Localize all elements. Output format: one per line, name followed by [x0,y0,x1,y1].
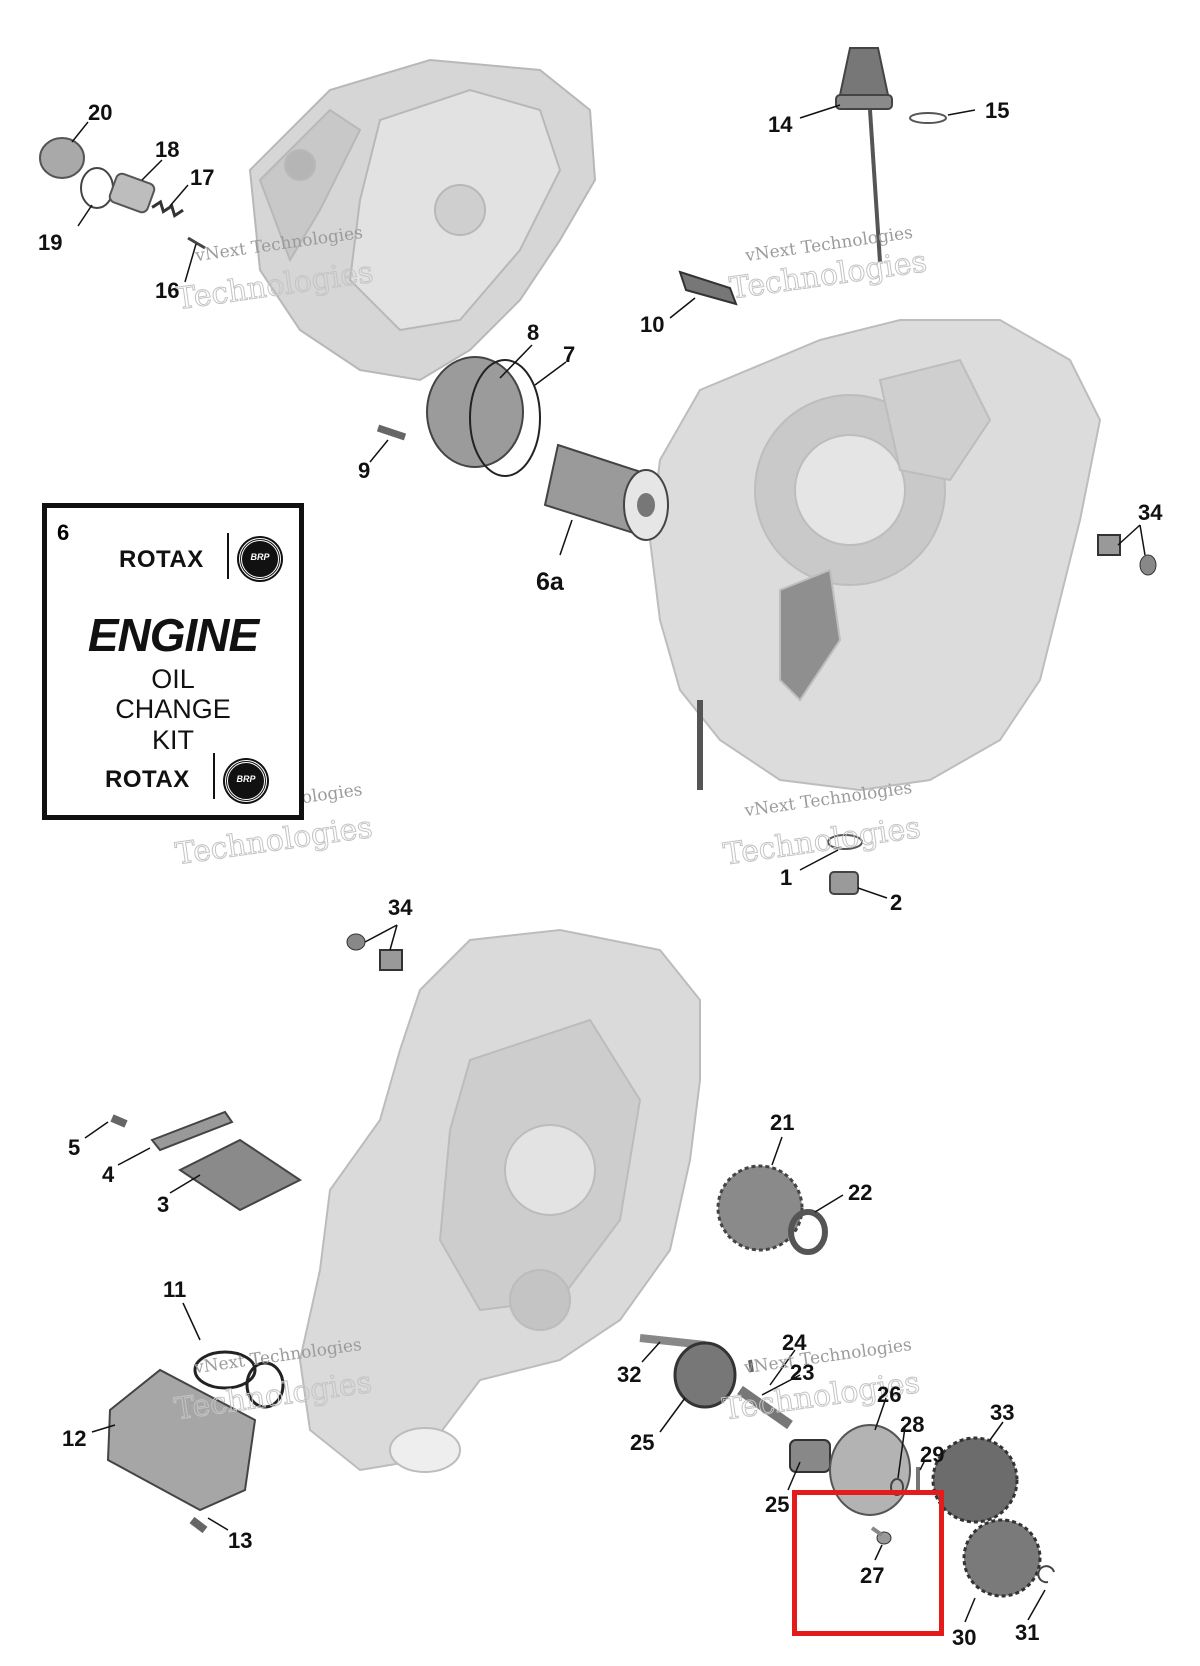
part-25-rotor-inner [789,1439,831,1473]
kit-callout-number: 6 [57,520,70,545]
part-17-spring [151,199,184,218]
engine-case-lower [298,928,701,1473]
callout-4: 4 [102,1162,115,1187]
leader-lines [71,104,1146,1623]
callout-33: 33 [990,1400,1014,1425]
callout-2: 2 [890,890,902,915]
callout-18: 18 [155,137,179,162]
part-18-sleeve [108,172,156,214]
kit-line-change: CHANGE [115,694,231,724]
callout-19: 19 [38,230,62,255]
callouts: 20 18 17 19 16 14 15 10 8 7 9 6a 34 1 2 … [38,98,1163,1650]
callout-32: 32 [617,1362,641,1387]
part-14-dipstick [835,47,893,263]
brp-badge-icon-bottom: BRP [225,760,267,802]
callout-28: 28 [900,1412,924,1437]
callout-29: 29 [920,1442,944,1467]
logo-separator-bottom [213,753,215,799]
part-19-o-ring [80,167,114,209]
part-3-gasket-plate [178,1138,302,1212]
part-25-rotor-outer [673,1341,737,1409]
part-1-seal [827,834,863,850]
part-23-shaft [737,1385,793,1430]
part-5-bolt [110,1114,128,1128]
part-8-filter-cover [426,356,524,468]
callout-13: 13 [228,1528,252,1553]
part-21-gear [716,1164,804,1252]
callout-14: 14 [768,112,793,137]
kit-line-oil: OIL [151,664,195,694]
brp-badge-icon: BRP [239,538,281,580]
callout-7: 7 [563,342,575,367]
part-22-ring [788,1209,828,1255]
callout-5: 5 [68,1135,80,1160]
callout-15: 15 [985,98,1009,123]
callout-21: 21 [770,1110,794,1135]
rotax-logo-bottom: ROTAX [105,766,190,793]
part-13-bolt [189,1516,208,1534]
highlight-box-item-27 [792,1490,944,1636]
watermark-3: Technologies vNext Technologies [721,778,923,873]
callout-30: 30 [952,1625,976,1650]
part-2-drain-plug [829,871,859,895]
callout-16: 16 [155,278,179,303]
callout-12: 12 [62,1426,86,1451]
callout-8: 8 [527,320,539,345]
part-11-seals [193,1350,285,1409]
callout-3: 3 [157,1192,169,1217]
callout-25-left: 25 [630,1430,654,1455]
part-15-o-ring [909,112,947,124]
callout-31: 31 [1015,1620,1039,1645]
callout-11: 11 [163,1277,186,1302]
part-28-ring [890,1478,904,1496]
part-34-clip-lower [346,933,403,971]
part-20-plug [39,137,85,179]
part-24-pin [748,1359,754,1373]
kit-line-kit: KIT [151,725,194,755]
part-9-bolt [376,424,407,441]
part-30-gear [962,1518,1042,1598]
engine-case-upper-right [648,319,1102,792]
engine-cover-upper-left [248,58,597,382]
part-34-clip-upper [1097,534,1157,576]
callout-25-right: 25 [765,1492,789,1517]
watermark-2: Technologies vNext Technologies [727,223,929,307]
callout-24: 24 [782,1330,807,1355]
logo-separator [227,533,229,579]
callout-20: 20 [88,100,112,125]
rotax-logo-top: ROTAX [119,546,204,573]
oil-change-kit-box: 6 ROTAX BRP ENGINE OIL CHANGE KIT ROTAX … [42,503,304,820]
part-16-pin [187,236,206,250]
callout-34-lower: 34 [388,895,413,920]
callout-26: 26 [877,1382,901,1407]
part-10-fitting [678,270,738,306]
callout-34-upper: 34 [1138,500,1163,525]
kit-title: ENGINE [87,609,259,661]
callout-22: 22 [848,1180,872,1205]
callout-23: 23 [790,1360,814,1385]
part-33-gear [931,1436,1019,1524]
part-7-o-ring [469,359,541,477]
part-27-screw [870,1526,892,1545]
callout-6a: 6a [536,568,565,596]
part-31-circlip [1037,1565,1055,1584]
part-6a-oil-filter [543,443,669,541]
callout-10: 10 [640,312,664,337]
part-4-bracket [150,1110,234,1152]
callout-17: 17 [190,165,214,190]
callout-1: 1 [780,865,792,890]
part-12-oil-cooler [106,1368,257,1512]
callout-27: 27 [860,1563,884,1588]
callout-9: 9 [358,458,370,483]
